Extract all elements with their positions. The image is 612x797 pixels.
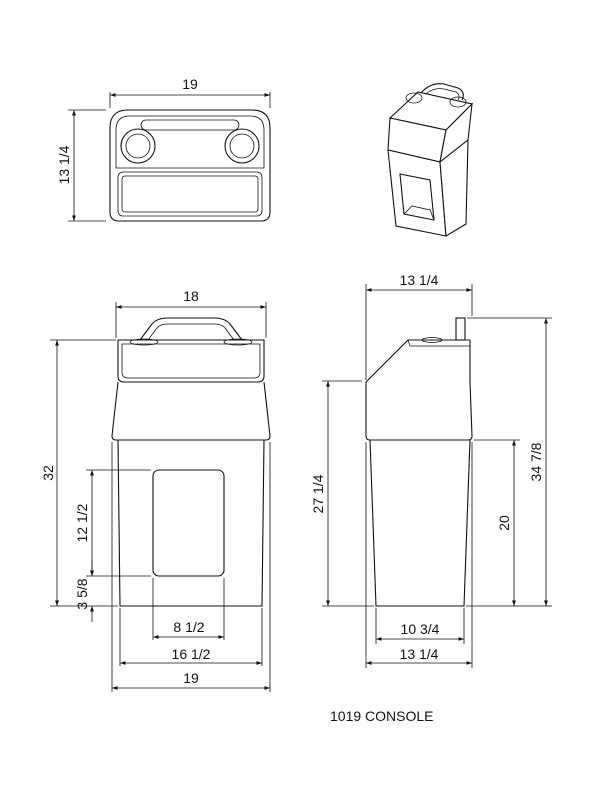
right-hinge-cap: [224, 128, 260, 164]
iso-body-front: [387, 149, 447, 237]
front-lid: [117, 339, 265, 383]
iso-handle: [419, 83, 464, 101]
drawing-caption: 1019 CONSOLE: [330, 708, 434, 724]
side-base-depth-label: 10 3/4: [401, 621, 440, 637]
front-opening: [152, 469, 225, 577]
isometric-view: [387, 83, 474, 237]
top-depth-label: 13 1/4: [56, 145, 72, 184]
side-post: [455, 317, 466, 341]
side-overall-height-label: 34 7/8: [528, 442, 544, 481]
side-upper-body: [365, 381, 473, 441]
front-top-width-label: 18: [183, 288, 199, 304]
left-hinge-cap: [120, 128, 156, 164]
iso-body-side: [439, 138, 469, 237]
front-upper-body: [111, 381, 271, 441]
front-overall-width-label: 19: [183, 670, 199, 686]
base-width-label: 16 1/2: [172, 646, 211, 662]
top-view-lid-panel: [117, 171, 263, 217]
side-lid-height-label: 27 1/4: [310, 474, 326, 513]
front-view: 18 32 12 1/2 3 5/8 8 1/2 16 1/2 19: [40, 288, 271, 692]
front-lower-body: [117, 439, 265, 607]
top-view: 19 13 1/4: [56, 76, 271, 222]
opening-base-label: 3 5/8: [74, 578, 90, 609]
top-width-label: 19: [182, 76, 198, 92]
side-view: 13 1/4 27 1/4 20 34 7/8 10 3/4 13 1/4: [310, 272, 552, 668]
side-lower-body: [369, 439, 471, 607]
opening-width-label: 8 1/2: [173, 619, 204, 635]
side-body-height-label: 20: [496, 515, 512, 531]
side-top-depth-label: 13 1/4: [400, 272, 439, 288]
top-view-handle: [140, 119, 240, 131]
side-lid: [365, 339, 471, 383]
side-bottom-depth-label: 13 1/4: [400, 646, 439, 662]
front-handle: [139, 317, 243, 341]
opening-height-label: 12 1/2: [74, 503, 90, 542]
top-view-outline: [109, 109, 271, 222]
front-height-label: 32: [40, 465, 56, 481]
